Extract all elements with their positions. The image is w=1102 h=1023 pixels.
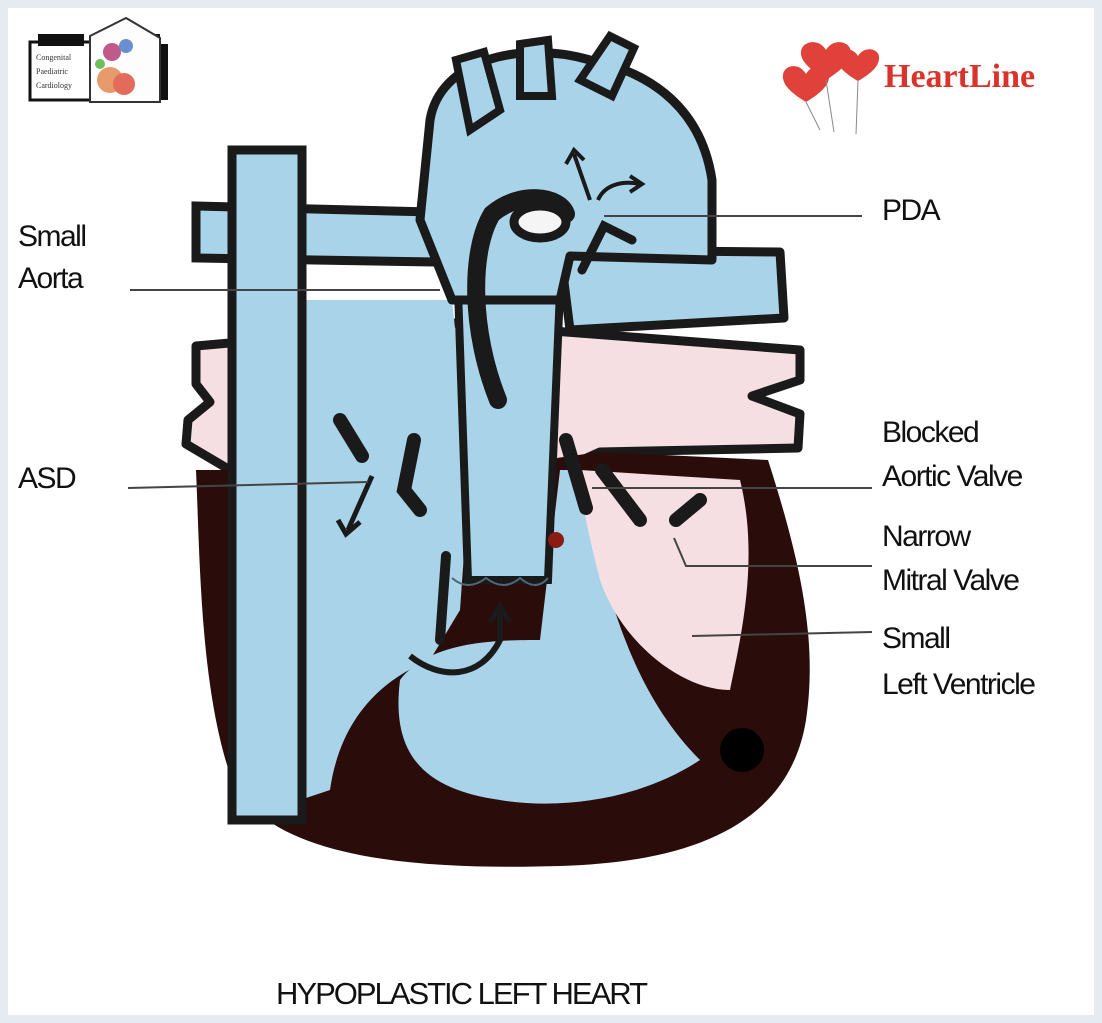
clinic-logo-text-3: Cardiology bbox=[36, 81, 72, 90]
heart-balloon-icon bbox=[837, 49, 879, 81]
label-blocked-aortic-valve-1: Blocked bbox=[882, 416, 978, 449]
clinic-logo-text-2: Paediatric bbox=[36, 67, 68, 76]
heartline-logo: HeartLine bbox=[783, 42, 1035, 134]
heartline-logo-text: HeartLine bbox=[884, 58, 1035, 95]
label-small-aorta-1: Small bbox=[18, 220, 86, 253]
label-small-left-ventricle-1: Small bbox=[882, 622, 950, 655]
label-narrow-mitral-valve-1: Narrow bbox=[882, 520, 972, 553]
clinic-logo-text-1: Congenital bbox=[36, 53, 72, 62]
label-pda: PDA bbox=[882, 194, 941, 227]
heart-illustration bbox=[186, 36, 810, 867]
label-small-aorta-2: Aorta bbox=[18, 262, 84, 295]
label-blocked-aortic-valve-2: Aortic Valve bbox=[882, 460, 1023, 493]
diagram-title: HYPOPLASTIC LEFT HEART bbox=[276, 976, 648, 1011]
label-narrow-mitral-valve-2: Mitral Valve bbox=[882, 564, 1019, 597]
label-small-left-ventricle-2: Left Ventricle bbox=[882, 668, 1035, 701]
heart-balloon-icon bbox=[783, 66, 829, 102]
clinic-logo: Congenital Paediatric Cardiology bbox=[30, 18, 168, 102]
label-asd: ASD bbox=[18, 462, 76, 495]
